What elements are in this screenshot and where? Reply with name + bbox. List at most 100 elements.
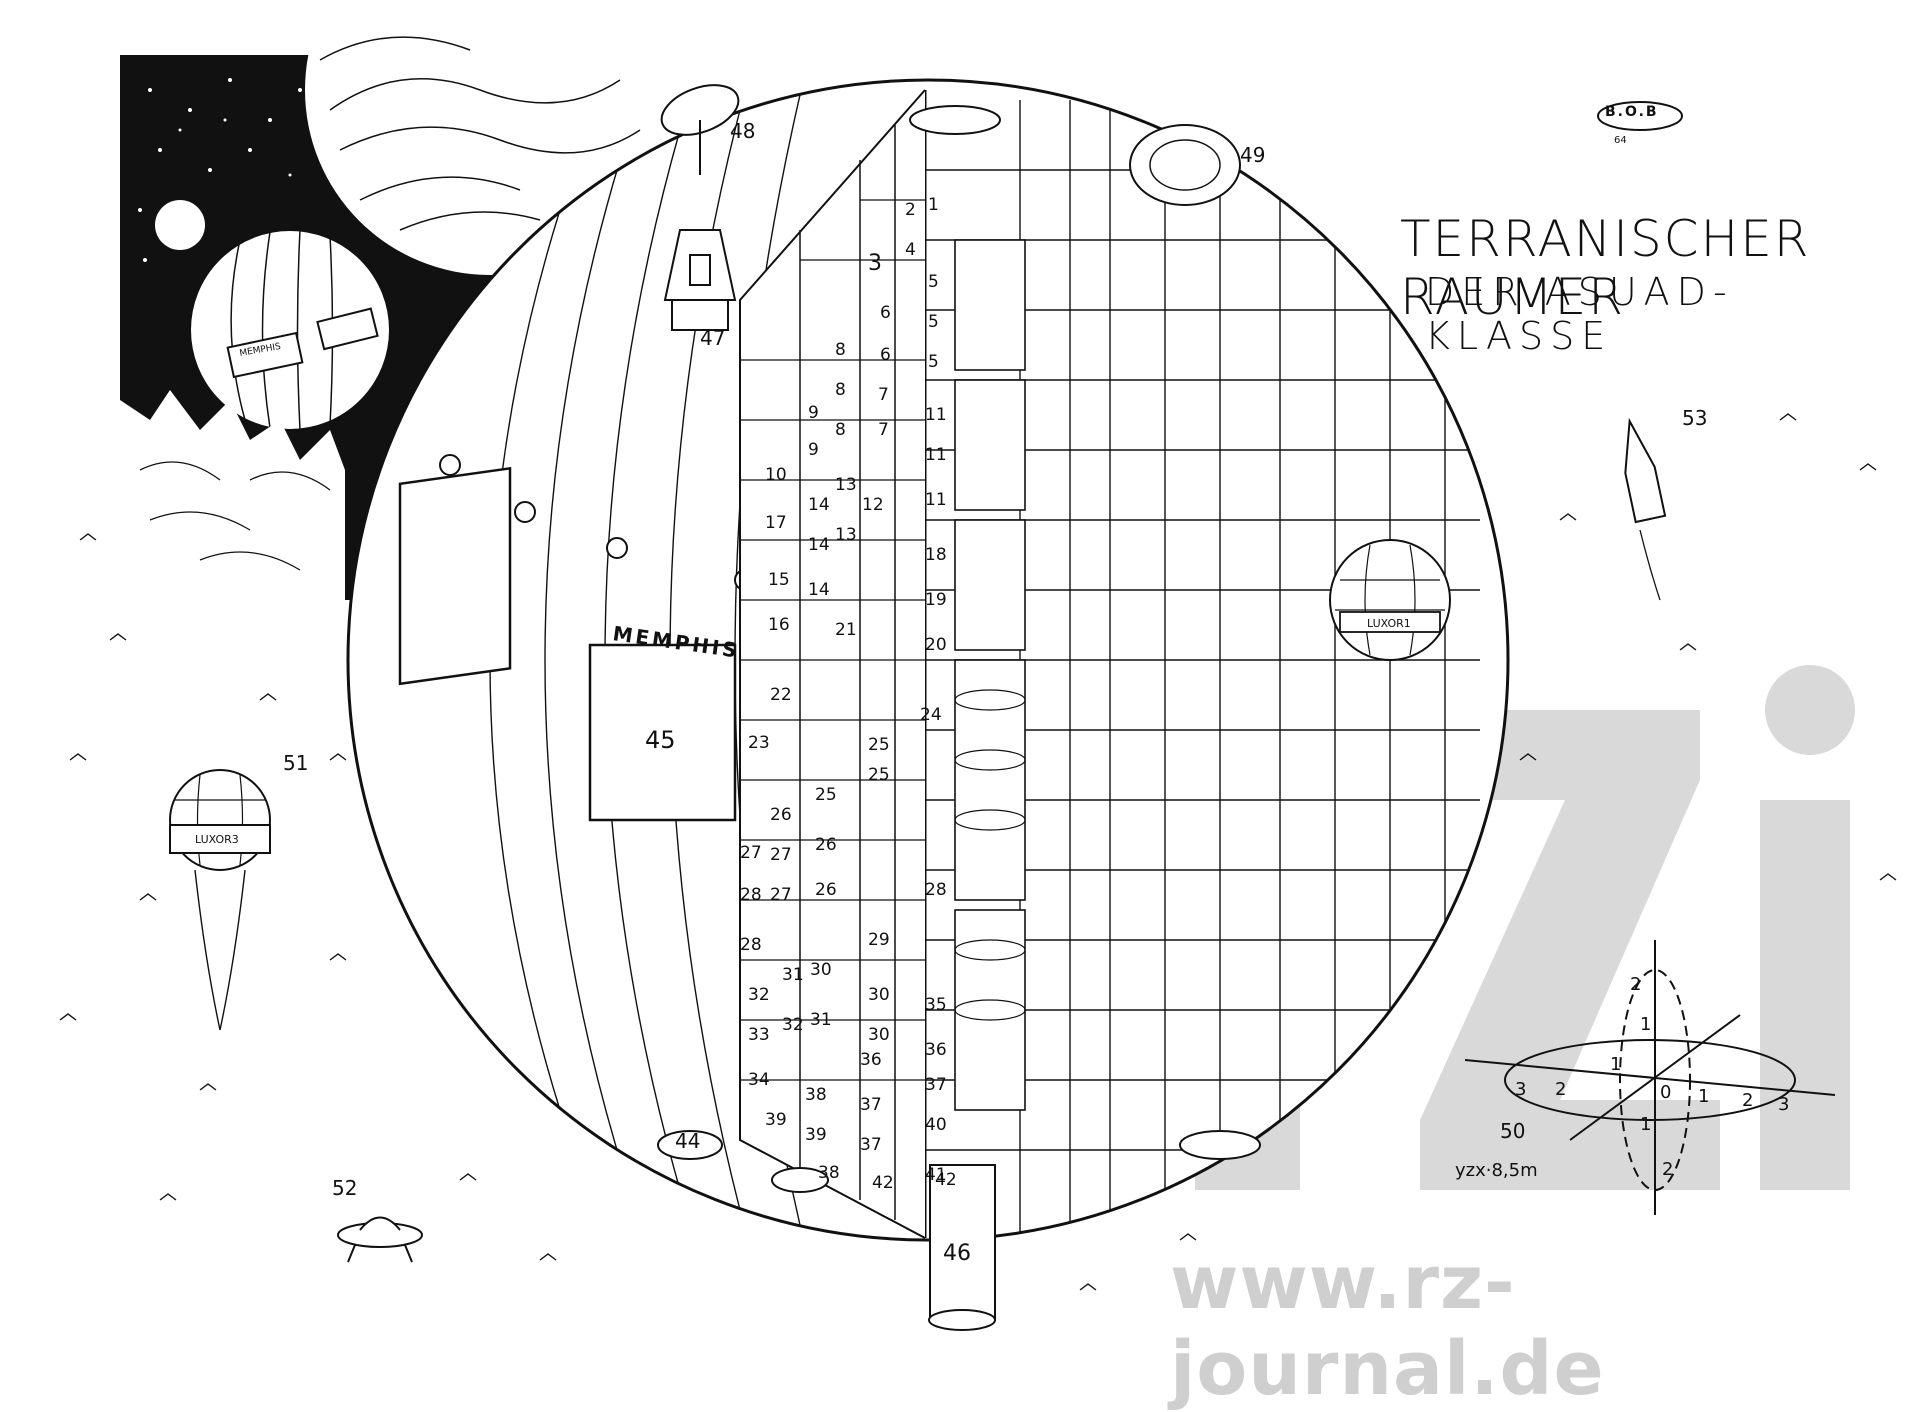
svg-text:19: 19 <box>925 590 947 610</box>
svg-text:32: 32 <box>748 985 770 1005</box>
svg-text:1: 1 <box>928 195 939 215</box>
svg-text:31: 31 <box>810 1010 832 1030</box>
callout-44: 44 <box>675 1129 700 1153</box>
svg-text:25: 25 <box>815 785 837 805</box>
svg-text:27: 27 <box>770 845 792 865</box>
callout-46: 46 <box>943 1241 971 1266</box>
outer-callouts: 44 45 46 47 48 49 50 51 52 53 <box>283 119 1707 1266</box>
svg-text:4: 4 <box>905 240 916 260</box>
svg-text:2: 2 <box>1662 1159 1673 1180</box>
svg-text:42: 42 <box>872 1173 894 1193</box>
svg-text:23: 23 <box>748 733 770 753</box>
svg-text:2: 2 <box>1742 1090 1753 1111</box>
ground-marks <box>59 413 1897 1291</box>
svg-text:30: 30 <box>868 1025 890 1045</box>
svg-text:17: 17 <box>765 513 787 533</box>
svg-text:22: 22 <box>770 685 792 705</box>
signature-label: B.O.B <box>1605 104 1659 120</box>
svg-text:25: 25 <box>868 735 890 755</box>
svg-text:2: 2 <box>1555 1079 1566 1100</box>
svg-text:2: 2 <box>1630 974 1641 995</box>
svg-text:14: 14 <box>808 495 830 515</box>
illustration-scene: 44 45 46 47 48 49 50 51 52 53 1 2 3 4 5 … <box>59 36 1897 1331</box>
coordinate-axis <box>1464 940 1836 1215</box>
svg-text:18: 18 <box>925 545 947 565</box>
main-globe-ship <box>346 78 1510 1331</box>
svg-text:9: 9 <box>808 403 819 423</box>
scale-note: yzx·8,5m <box>1455 1160 1538 1181</box>
cutaway-callouts: 1 2 3 4 5 5 5 6 6 7 7 8 8 8 9 9 10 11 11… <box>740 195 957 1193</box>
svg-text:39: 39 <box>805 1125 827 1145</box>
callout-51: 51 <box>283 751 308 775</box>
svg-text:11: 11 <box>925 445 947 465</box>
lander-name-luxor3: LUXOR3 <box>195 833 239 846</box>
svg-text:33: 33 <box>748 1025 770 1045</box>
callout-50: 50 <box>1500 1119 1525 1143</box>
svg-text:7: 7 <box>878 420 889 440</box>
svg-text:41: 41 <box>925 1165 947 1185</box>
title-line-1: TERRANISCHER RAUMER <box>1400 210 1811 326</box>
svg-text:14: 14 <box>808 580 830 600</box>
svg-text:3: 3 <box>868 251 882 276</box>
title-line-2: DER ASUAD-KLASSE <box>1425 270 1734 358</box>
svg-text:26: 26 <box>815 880 837 900</box>
svg-text:1: 1 <box>1610 1054 1621 1075</box>
svg-text:35: 35 <box>925 995 947 1015</box>
svg-text:37: 37 <box>925 1075 947 1095</box>
svg-text:34: 34 <box>748 1070 770 1090</box>
watermark-url: www.rz-journal.de <box>1170 1240 1605 1412</box>
svg-text:26: 26 <box>815 835 837 855</box>
svg-text:40: 40 <box>925 1115 947 1135</box>
svg-text:5: 5 <box>928 272 939 292</box>
svg-text:1: 1 <box>1640 1114 1651 1135</box>
signature-year: 64 <box>1614 135 1627 146</box>
callout-47: 47 <box>700 326 725 350</box>
svg-text:3: 3 <box>1515 1079 1526 1100</box>
svg-text:25: 25 <box>868 765 890 785</box>
svg-text:10: 10 <box>765 465 787 485</box>
svg-text:36: 36 <box>925 1040 947 1060</box>
svg-text:6: 6 <box>880 345 891 365</box>
svg-text:37: 37 <box>860 1135 882 1155</box>
svg-text:26: 26 <box>770 805 792 825</box>
signature-oval <box>1597 101 1683 131</box>
callout-48: 48 <box>730 119 755 143</box>
svg-text:5: 5 <box>928 352 939 372</box>
svg-text:11: 11 <box>925 405 947 425</box>
svg-text:11: 11 <box>925 490 947 510</box>
svg-text:8: 8 <box>835 340 846 360</box>
svg-text:27: 27 <box>740 843 762 863</box>
axis-ticks: 3 2 1 0 1 2 3 2 1 1 2 <box>1515 974 1789 1180</box>
saucer-52 <box>337 1216 423 1263</box>
svg-text:29: 29 <box>868 930 890 950</box>
svg-text:27: 27 <box>770 885 792 905</box>
svg-text:15: 15 <box>768 570 790 590</box>
svg-text:3: 3 <box>1778 1094 1789 1115</box>
svg-text:9: 9 <box>808 440 819 460</box>
svg-text:28: 28 <box>925 880 947 900</box>
svg-text:6: 6 <box>880 303 891 323</box>
svg-text:42: 42 <box>935 1170 957 1190</box>
rocket-53 <box>1624 417 1667 601</box>
svg-text:8: 8 <box>835 420 846 440</box>
svg-text:1: 1 <box>1698 1086 1709 1107</box>
svg-text:20: 20 <box>925 635 947 655</box>
svg-text:5: 5 <box>928 312 939 332</box>
svg-text:1: 1 <box>1640 1014 1651 1035</box>
svg-text:30: 30 <box>810 960 832 980</box>
svg-text:32: 32 <box>782 1015 804 1035</box>
svg-text:0: 0 <box>1660 1082 1671 1103</box>
svg-text:16: 16 <box>768 615 790 635</box>
svg-text:38: 38 <box>818 1163 840 1183</box>
svg-text:13: 13 <box>835 525 857 545</box>
saucer-49 <box>1129 124 1241 206</box>
svg-text:31: 31 <box>782 965 804 985</box>
svg-text:14: 14 <box>808 535 830 555</box>
callout-52: 52 <box>332 1176 357 1200</box>
svg-text:12: 12 <box>862 495 884 515</box>
svg-text:13: 13 <box>835 475 857 495</box>
svg-text:7: 7 <box>878 385 889 405</box>
svg-text:39: 39 <box>765 1110 787 1130</box>
svg-text:28: 28 <box>740 885 762 905</box>
lander-name-luxor1: LUXOR1 <box>1367 617 1411 630</box>
